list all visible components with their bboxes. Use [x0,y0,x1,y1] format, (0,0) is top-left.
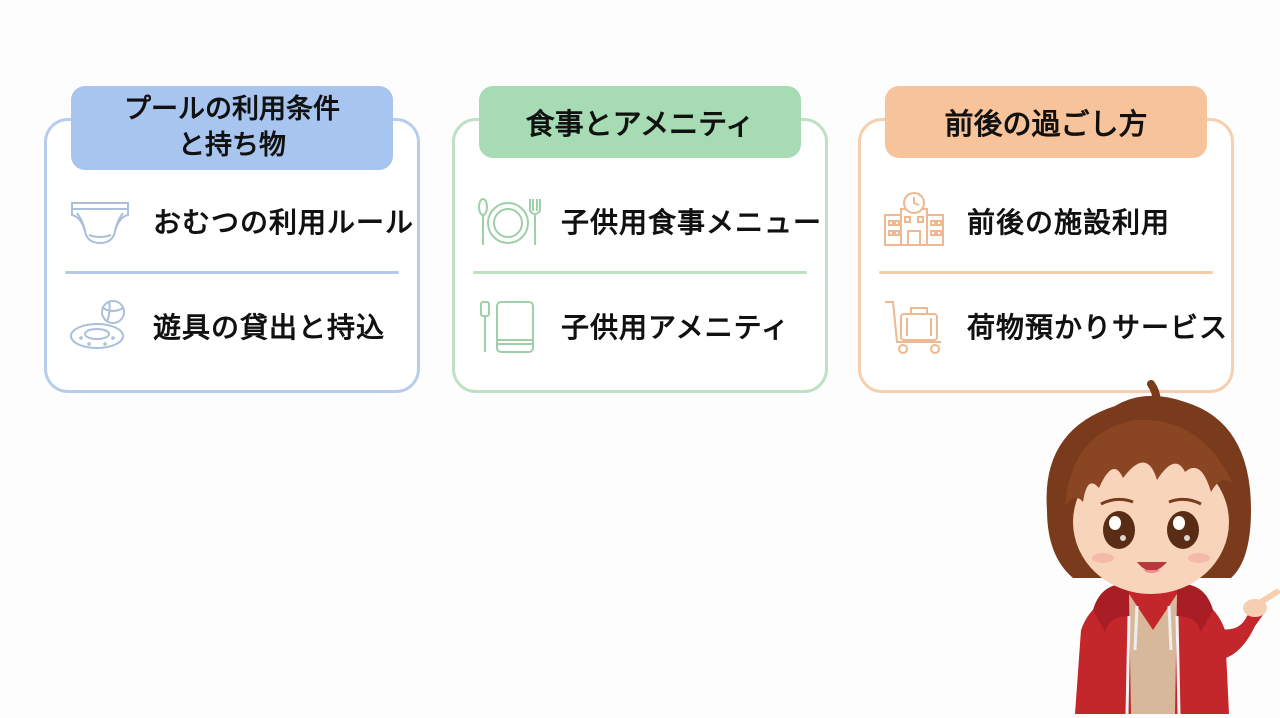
divider [473,271,807,274]
card-before-after: 前後の過ごし方 前後の施設利用 [858,86,1234,393]
plate-cutlery-icon [475,191,541,251]
toothbrush-towel-icon [475,296,541,356]
item-label: おむつの利用ルール [153,206,415,239]
list-item-facility-use[interactable]: 前後の施設利用 [881,191,1217,251]
card-pool-conditions: プールの利用条件 と持ち物 おむつの利用ルール 遊具の貸出と持込 [44,86,420,393]
card-meals-amenities: 食事とアメニティ 子供用食事メニュー [452,86,828,393]
float-ring-ball-icon [67,296,133,356]
divider [879,271,1213,274]
item-label: 荷物預かりサービス [967,311,1229,344]
card-title: 前後の過ごし方 [885,86,1207,158]
card-title: プールの利用条件 と持ち物 [71,86,393,170]
list-item-kids-menu[interactable]: 子供用食事メニュー [475,191,821,251]
list-item-kids-amenities[interactable]: 子供用アメニティ [475,296,811,356]
list-item-luggage-storage[interactable]: 荷物預かりサービス [881,296,1227,356]
diaper-icon [67,191,133,251]
item-label: 子供用アメニティ [561,311,790,344]
mascot-character [1025,380,1280,715]
list-item-toy-rental[interactable]: 遊具の貸出と持込 [67,296,403,356]
building-clock-icon [881,191,947,251]
item-label: 子供用食事メニュー [561,206,823,239]
list-item-diaper-rules[interactable]: おむつの利用ルール [67,191,413,251]
item-label: 遊具の貸出と持込 [153,311,386,344]
divider [65,271,399,274]
card-title: 食事とアメニティ [479,86,801,158]
item-label: 前後の施設利用 [967,206,1171,239]
luggage-cart-icon [881,296,947,356]
